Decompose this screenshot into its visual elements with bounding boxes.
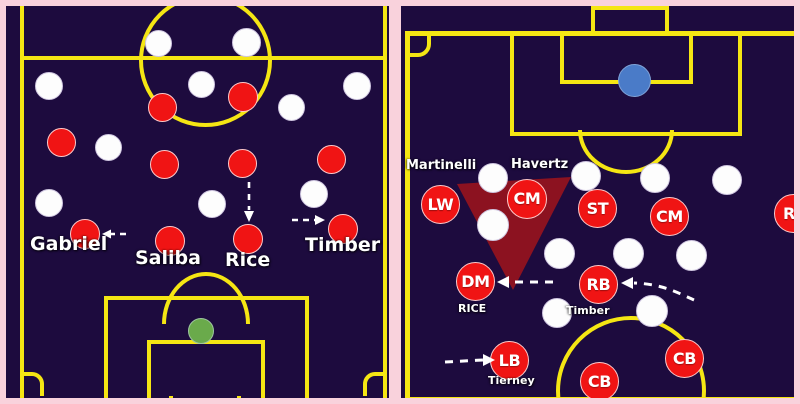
goalkeeper [618,64,651,97]
arrow-to-gabriel [102,229,126,239]
opponent-player [544,238,575,269]
opponent-player [676,240,707,271]
opponent-player [477,209,509,241]
position-badge-label: CM [513,189,541,208]
left-touchline [20,0,24,404]
position-badge-label: R [782,203,794,223]
goal [591,6,669,36]
right-pitch-panel: LW CM ST CM R DM RB LB CB CB [401,0,794,404]
corner-arc [405,31,431,57]
player-name-havertz: Havertz [511,157,569,172]
frame-bottom [0,398,800,404]
team-player [228,82,258,112]
position-badge-label: CM [655,206,684,226]
team-player [150,150,179,179]
arrow-to-timber [292,215,325,225]
team-player-cb-right: CB [665,339,704,378]
arrow-to-rice [244,182,254,222]
player-name-rice: Rice [225,249,271,271]
team-player-dm: DM [456,262,495,301]
arrow-to-dm [497,276,553,288]
team-player-gabriel [70,219,100,249]
opponent-player [95,134,122,161]
arrow-to-lb [444,354,495,366]
team-player-rb: RB [579,265,618,304]
frame-right [794,0,800,404]
team-player-rice [233,224,263,254]
opponent-player [300,180,328,208]
frame-left [0,0,6,404]
position-badge-label: ST [586,198,609,218]
player-name-martinelli: Martinelli [406,158,477,173]
team-player [317,145,346,174]
player-name-gabriel: Gabriel [30,233,108,255]
goalkeeper [188,318,214,344]
corner-arc-left [20,372,44,396]
opponent-player [636,295,668,327]
opponent-player [232,28,261,57]
player-name-rice: RICE [458,302,487,315]
team-player-cm-right: CM [650,197,689,236]
opponent-player [188,71,215,98]
team-player-st: ST [578,189,617,228]
team-player-lb: LB [490,341,529,380]
team-player [148,93,177,122]
team-player [47,128,76,157]
opponent-player [35,72,63,100]
position-badge-label: LB [498,350,521,370]
player-name-timber: Timber [305,234,381,256]
player-name-timber: Timber [566,304,610,317]
position-badge-label: CB [672,348,697,368]
opponent-player [145,30,172,57]
corner-arc-right [363,372,387,396]
opponent-player [613,238,644,269]
position-badge-label: LW [427,194,454,214]
player-name-tierney: Tierney [488,374,535,387]
position-badge-label: RB [586,274,611,294]
opponent-player [198,190,226,218]
opponent-player [35,189,63,217]
opponent-player [278,94,305,121]
team-player-cm-left: CM [507,179,547,219]
left-pitch-panel: Gabriel Saliba Rice Timber [6,0,389,404]
center-circle [139,0,272,127]
opponent-player [343,72,371,100]
player-name-saliba: Saliba [135,247,201,269]
frame-top [0,0,800,6]
team-player-saliba [155,226,185,256]
opponent-player [640,163,670,193]
opponent-player [542,298,572,328]
position-badge-label: DM [461,271,490,291]
team-player-right-winger: R [774,194,794,233]
penalty-arc [162,272,250,324]
team-player-timber [328,214,358,244]
opponent-player [571,161,601,191]
opponent-player [478,163,508,193]
goal-area [147,340,265,404]
right-touchline [383,0,387,404]
panel-divider [389,0,401,404]
position-badge-label: CB [587,371,612,391]
opponent-player [712,165,742,195]
arrow-to-rb [621,277,695,302]
team-player [228,149,257,178]
left-touchline [405,31,410,404]
goal-line [405,31,794,36]
team-player-cb-center: CB [580,362,619,401]
team-player-lw: LW [421,185,460,224]
